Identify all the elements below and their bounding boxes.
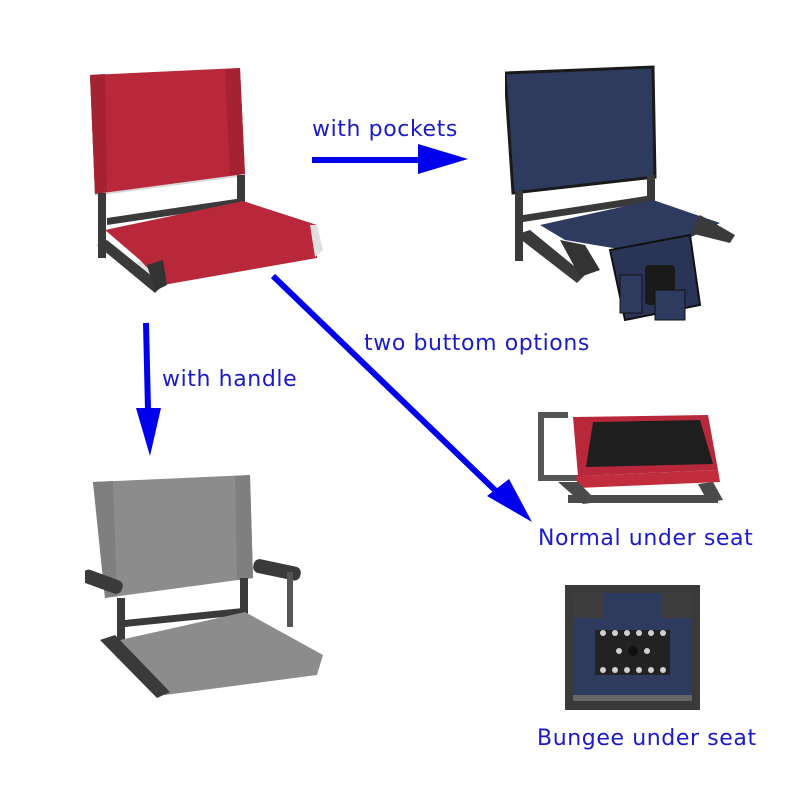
product-image-normal-under-seat [538,412,738,507]
label-normal-under-seat: Normal under seat [538,526,754,551]
arrow-diagonal-icon [270,273,532,522]
label-with-handle: with handle [162,367,298,392]
label-two-bottom-options: two buttom options [364,331,590,356]
label-bungee-under-seat: Bungee under seat [537,726,757,751]
product-image-gray-chair-handle [85,470,335,700]
product-image-red-chair [85,65,335,295]
arrow-right-icon [312,144,468,174]
label-with-pockets: with pockets [312,117,458,142]
product-image-navy-chair-pockets [505,65,755,325]
product-image-bungee-under-seat [565,585,700,710]
arrow-down-icon [136,322,161,456]
